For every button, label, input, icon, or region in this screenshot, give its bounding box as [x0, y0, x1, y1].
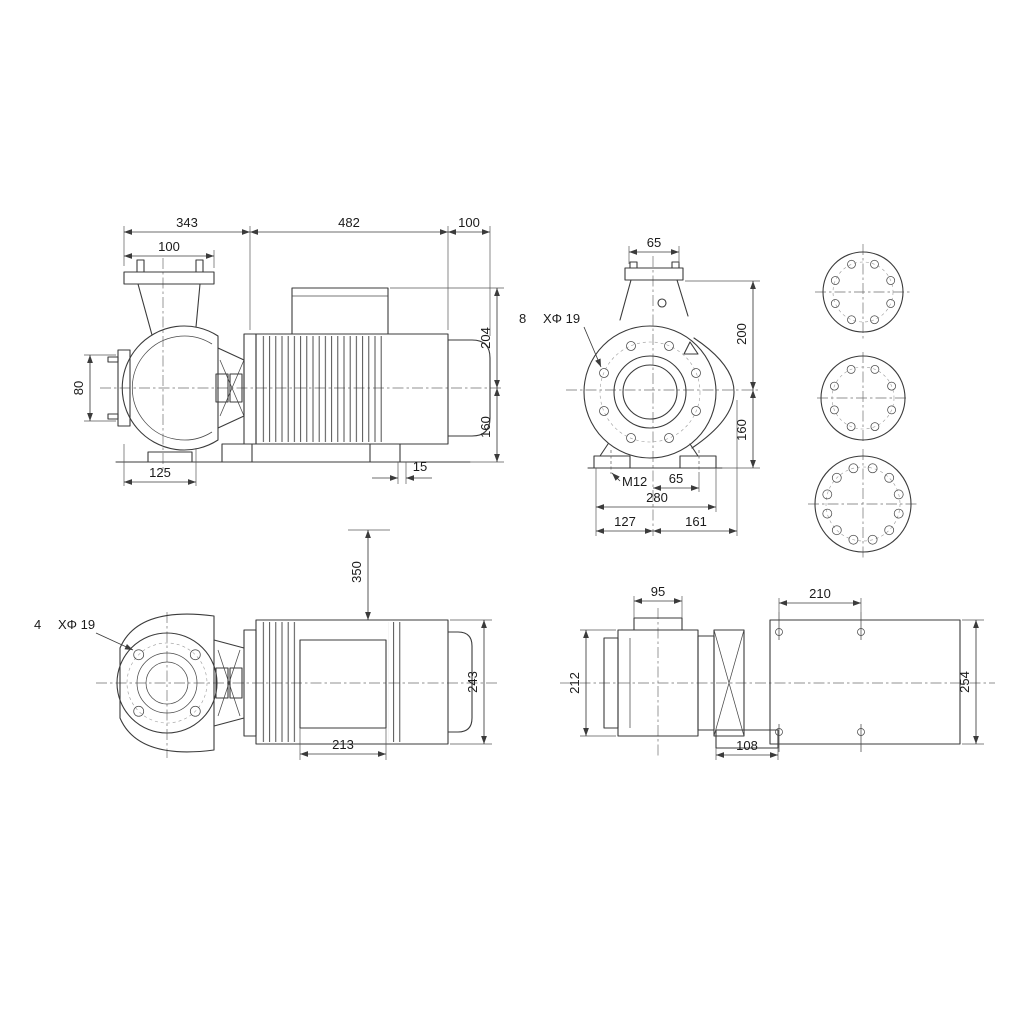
- motor-fins: [262, 336, 386, 442]
- bare-pump-view: 95 210 212 254 108: [560, 584, 995, 760]
- dim-flange-width: 100: [124, 239, 215, 268]
- dim-heights-end: 200 160: [685, 280, 760, 469]
- motor-side: [243, 287, 491, 445]
- dim-suction-bore: 80: [71, 354, 116, 422]
- feet-end: [587, 443, 723, 474]
- dim-foot-offset: 15: [372, 459, 432, 484]
- plan-view: 350 4 XΦ 19: [34, 529, 500, 760]
- dim-pump-length: 343: [176, 215, 198, 230]
- dim-feet-end: M12 65 280 127 161: [595, 400, 738, 536]
- leader-line-plan: [95, 632, 134, 651]
- dim-height-upper: 204: [478, 327, 493, 349]
- dim-axis-left: 127: [614, 514, 636, 529]
- bolt-count-plan: 4: [34, 617, 41, 632]
- volute-bare: [603, 617, 699, 737]
- volute-plan: [119, 613, 245, 753]
- frame-bare: [769, 612, 961, 752]
- dim-volute-od-label: 212: [567, 672, 582, 694]
- dim-suction: 80: [71, 381, 86, 395]
- dim-feet-span: 280: [646, 490, 668, 505]
- dim-height-upper-end: 200: [734, 323, 749, 345]
- dim-holes-span: 210: [778, 586, 862, 612]
- dim-rear-overhang: 100: [458, 215, 480, 230]
- dim-motor-width-label: 243: [465, 671, 480, 693]
- fan-cover: [447, 339, 491, 437]
- motor-plan: [243, 619, 473, 745]
- dim-heights-side: 204 160: [390, 287, 504, 463]
- dim-box-length: 213: [299, 728, 387, 760]
- cutwater: [683, 341, 699, 355]
- dim-port-width: 65: [647, 235, 661, 250]
- bolt-callout-end: 8 XΦ 19: [519, 311, 602, 368]
- volute-end: [583, 325, 735, 459]
- suction-flange-side: [117, 349, 131, 427]
- bolt-count-label: 8: [519, 311, 526, 326]
- volute-side: [107, 325, 219, 451]
- dim-foot-length-label: 108: [736, 738, 758, 753]
- bolt-spec-label: XΦ 19: [543, 311, 580, 326]
- dim-motor-width: 243: [450, 619, 492, 745]
- gland-boss: [633, 617, 683, 631]
- gauge-tap: [657, 298, 667, 308]
- dim-volute-od: 212: [567, 629, 616, 737]
- terminal-box-plan: [299, 639, 387, 729]
- dim-volute: 125: [149, 465, 171, 480]
- dim-foot-length: 108: [715, 738, 779, 760]
- dim-volute-width: 125: [123, 444, 197, 486]
- flange-patterns: [808, 244, 918, 559]
- dim-clearance: 350: [348, 529, 390, 620]
- bolt-holes-end: [599, 341, 701, 443]
- dim-axis-right: 161: [685, 514, 707, 529]
- dim-motor-length: 482: [338, 215, 360, 230]
- flange-top: [815, 244, 911, 340]
- dim-box-length-label: 213: [332, 737, 354, 752]
- dim-discharge-flange: 100: [158, 239, 180, 254]
- bolt-callout-plan: 4 XΦ 19: [34, 617, 134, 651]
- end-view: 8 XΦ 19 65 200 160 M12 65 280: [519, 235, 760, 536]
- dim-frame-width: 254: [957, 619, 984, 745]
- discharge-flange-side: [123, 259, 215, 336]
- flange-middle: [817, 352, 909, 444]
- dim-lengths: 343 482 100: [123, 215, 491, 336]
- bolt-spec-plan: XΦ 19: [58, 617, 95, 632]
- terminal-box: [291, 287, 389, 335]
- dim-foot: 15: [413, 459, 427, 474]
- motor-flange: [243, 333, 257, 445]
- dim-frame-width-label: 254: [957, 671, 972, 693]
- discharge-flange-end: [619, 261, 689, 321]
- dim-clearance-label: 350: [349, 561, 364, 583]
- baseline-and-feet-side: [115, 443, 471, 463]
- suction-flange-plan: [116, 632, 218, 734]
- side-elevation-view: 343 482 100 100 80 125 204 160: [71, 215, 504, 486]
- dim-port: 65: [628, 235, 680, 264]
- flange-bottom: [808, 449, 918, 559]
- dim-gland-label: 95: [651, 584, 665, 599]
- dim-height-axis: 160: [478, 416, 493, 438]
- dim-foot-to-axis: 65: [669, 471, 683, 486]
- dim-gland: 95: [633, 584, 683, 618]
- bracket-bare: [697, 629, 779, 749]
- thread-label: M12: [622, 474, 647, 489]
- fan-cover-plan: [447, 631, 473, 733]
- leader-line: [583, 326, 602, 368]
- dim-height-axis-end: 160: [734, 419, 749, 441]
- dim-holes-span-label: 210: [809, 586, 831, 601]
- support-foot: [715, 729, 779, 749]
